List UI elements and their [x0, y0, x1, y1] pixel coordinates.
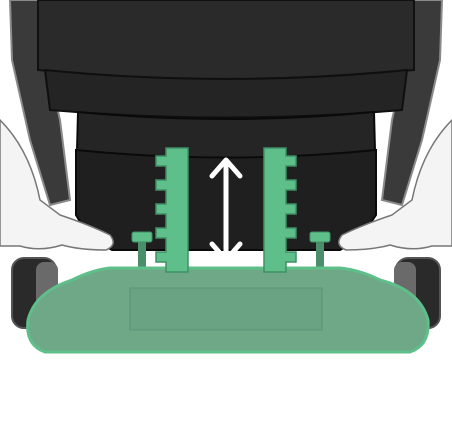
left-notched-rail-icon [156, 148, 188, 272]
chair-backrest [38, 0, 414, 79]
footplate-inner [130, 288, 322, 330]
right-notched-rail-icon [264, 148, 296, 272]
